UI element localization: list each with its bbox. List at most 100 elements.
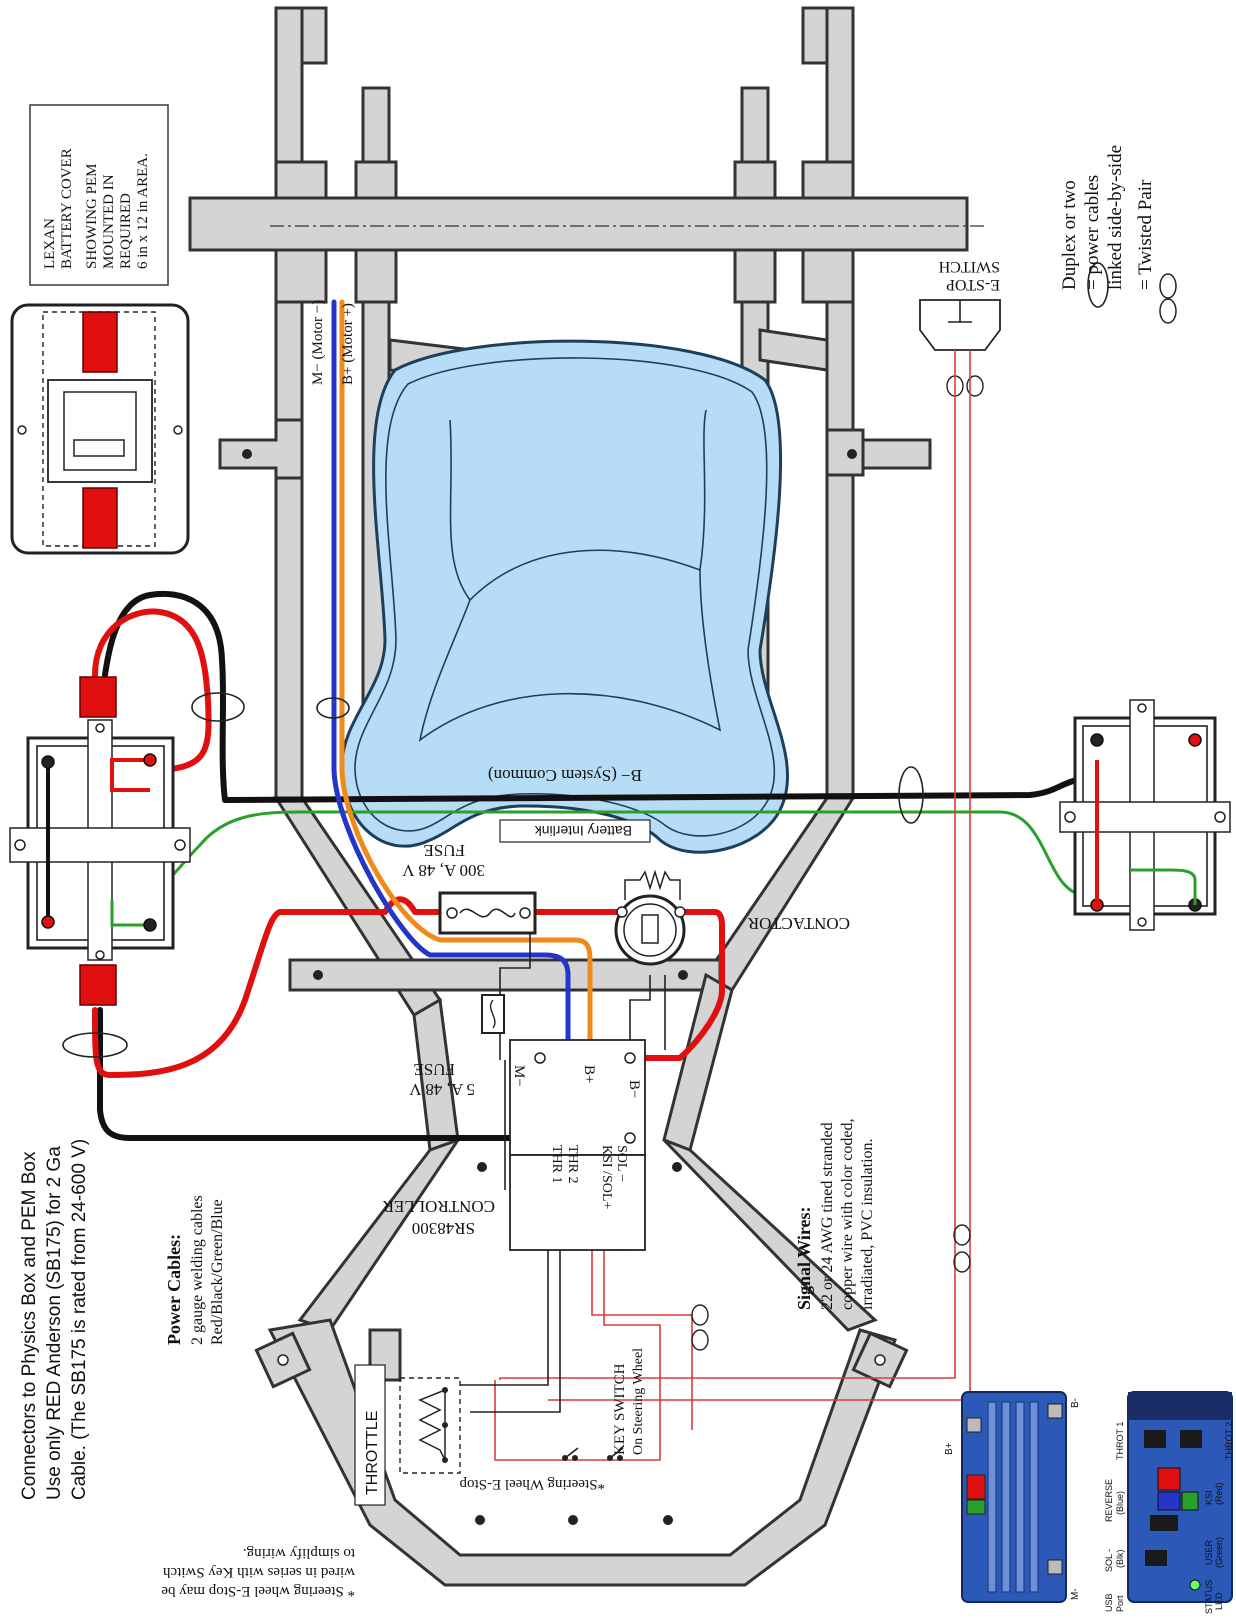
power-cables-line-1: 2 gauge welding cables	[189, 1195, 206, 1345]
controller-term-bplus	[624, 1052, 636, 1064]
controller-photo: B+ B- M- THROT 1 THROT 2 REVERSE (Blue) …	[944, 1391, 1234, 1614]
throttle: THROTTLE	[354, 1364, 461, 1506]
mid-hole-1	[313, 970, 323, 980]
small-fuse-label: FUSE	[413, 1060, 455, 1079]
right-battery-internal-green	[1130, 868, 1197, 905]
throttle-label: THROTTLE	[364, 1411, 381, 1495]
seat	[340, 339, 790, 854]
duplex-oval-1	[191, 692, 245, 722]
duplex-oval-4	[898, 766, 924, 824]
frame-tab-right-clamp	[825, 428, 865, 477]
frame-rail-outer-left	[274, 6, 304, 800]
photo-throt2-port	[1180, 1430, 1202, 1448]
red-contactor-to-controller-wire	[627, 909, 725, 1061]
lexan-line-6: 6 in x 12 in AREA.	[135, 153, 151, 269]
contactor-coil-resistor	[624, 869, 681, 900]
photo-label-sol: SOL -	[1104, 1549, 1114, 1572]
controller-signal-section	[509, 1154, 646, 1251]
anderson-connector-top[interactable]	[79, 676, 117, 718]
signal-twist-1	[953, 1224, 971, 1246]
main-fuse: 300 A, 48 V FUSE	[401, 841, 537, 935]
key-switch-contact[interactable]	[609, 1447, 624, 1459]
duplex-oval-3	[62, 1032, 128, 1058]
left-battery-term-red	[143, 753, 157, 767]
photo-label-ksi-color: (Red)	[1214, 1482, 1224, 1505]
lower-hole-1	[477, 1162, 487, 1172]
right-battery-box	[1059, 699, 1231, 931]
controller-label-ksi: KSI /SOL+	[599, 1145, 614, 1209]
motor-plus-label: B+ (Motor +)	[340, 303, 356, 385]
controller-label-mminus: M−	[511, 1065, 527, 1087]
footnote-line-3: to simplify wiring.	[243, 1545, 355, 1561]
signal-wires-line-2: copper wire with color coded,	[839, 1119, 856, 1310]
controller-model: SR48300	[412, 1219, 475, 1238]
photo-sol-plug	[1150, 1515, 1178, 1531]
left-battery-hole-b	[95, 950, 105, 960]
estop-label-1: E-STOP	[946, 276, 1000, 293]
legend-duplex-symbol	[1087, 262, 1109, 308]
frame-tab-left-upper	[218, 418, 304, 480]
rear-mount-left-hole	[277, 1354, 289, 1366]
throttle-outline	[399, 1377, 461, 1474]
legend-duplex-line-3: linked side-by-side	[1105, 145, 1126, 290]
photo-mminus-stud	[1047, 1559, 1063, 1575]
legend-twisted-symbol	[1159, 273, 1177, 324]
right-battery-hole-l	[1064, 811, 1076, 823]
steering-estop-contact[interactable]	[564, 1447, 579, 1459]
lexan-label-box	[29, 104, 169, 286]
photo-status-led	[1189, 1579, 1201, 1591]
small-fuse: 5 A, 48 V FUSE	[408, 994, 505, 1099]
duplex-markers	[62, 692, 924, 1058]
photo-bminus-stud	[1047, 1403, 1063, 1419]
left-battery-internal-red	[110, 758, 150, 792]
controller-power-section	[509, 1039, 646, 1156]
photo-label-usb-port: Port	[1115, 1595, 1125, 1612]
sol-signal-wire	[494, 1190, 661, 1461]
signal-twist-3	[691, 1304, 709, 1326]
photo-label-bminus: B-	[1070, 1398, 1081, 1408]
connectors-note-line-2: Use only RED Anderson (SB175) for 2 Ga	[44, 1146, 65, 1500]
footnote-line-2: wired in series with Key Switch	[162, 1564, 355, 1580]
small-fuse-rating: 5 A, 48 V	[408, 1080, 475, 1099]
left-battery-strap-h	[9, 827, 191, 863]
photo-label-mminus: M-	[1070, 1588, 1081, 1600]
lexan-hole-r	[173, 425, 183, 435]
controller-term-mminus	[534, 1052, 546, 1064]
signal-wires-line-3: irradiated, PVC insulation.	[859, 1138, 876, 1310]
right-battery-hole-t	[1137, 703, 1147, 713]
throttle-potentiometer[interactable]	[418, 1389, 446, 1461]
throttle-wire-1	[460, 1190, 549, 1386]
anderson-connector-bottom[interactable]	[79, 964, 117, 1006]
right-battery-strap-h	[1059, 801, 1231, 833]
seat-contour-upper	[449, 409, 707, 602]
photo-label-usb: USB	[1104, 1593, 1114, 1612]
controller-term-bminus	[624, 1132, 636, 1144]
left-battery-internal-green	[110, 900, 150, 927]
lexan-line-3: SHOWING PEM	[84, 164, 100, 269]
controller-photo-fins	[987, 1401, 1039, 1593]
connectors-note-line-3: Cable. (The SB175 is rated from 24-600 V…	[69, 1139, 90, 1500]
seat-inner-edge	[354, 357, 776, 837]
signal-wires-title: Signal Wires:	[794, 1206, 814, 1310]
legend-duplex-line-2: = power cables	[1082, 175, 1103, 290]
photo-red-plug	[966, 1474, 986, 1500]
right-battery-hole-r	[1214, 811, 1226, 823]
throttle-wire-2	[470, 1190, 561, 1413]
photo-green-plug	[966, 1499, 986, 1515]
frame-brace-2	[758, 328, 829, 372]
duplex-oval-2	[316, 697, 350, 719]
lexan-hole-l	[17, 425, 27, 435]
lexan-line-2: BATTERY COVER	[59, 148, 75, 269]
controller-label-thr1: THR 1	[549, 1145, 564, 1184]
main-fuse-rating: 300 A, 48 V	[401, 861, 485, 880]
bumper-hole-2	[568, 1515, 578, 1525]
connectors-note-line-1: Connectors to Physics Box and PEM Box	[19, 1151, 40, 1500]
lower-hole-2	[672, 1162, 682, 1172]
photo-label-reverse-color: (Blue)	[1115, 1491, 1125, 1515]
estop-housing[interactable]	[919, 299, 1001, 351]
bumper-hole-1	[475, 1515, 485, 1525]
left-battery-term-pos	[41, 915, 55, 929]
photo-front-header	[1128, 1392, 1232, 1420]
contactor: CONTACTOR	[614, 869, 850, 966]
legend: Duplex or two = power cables linked side…	[1059, 145, 1177, 324]
